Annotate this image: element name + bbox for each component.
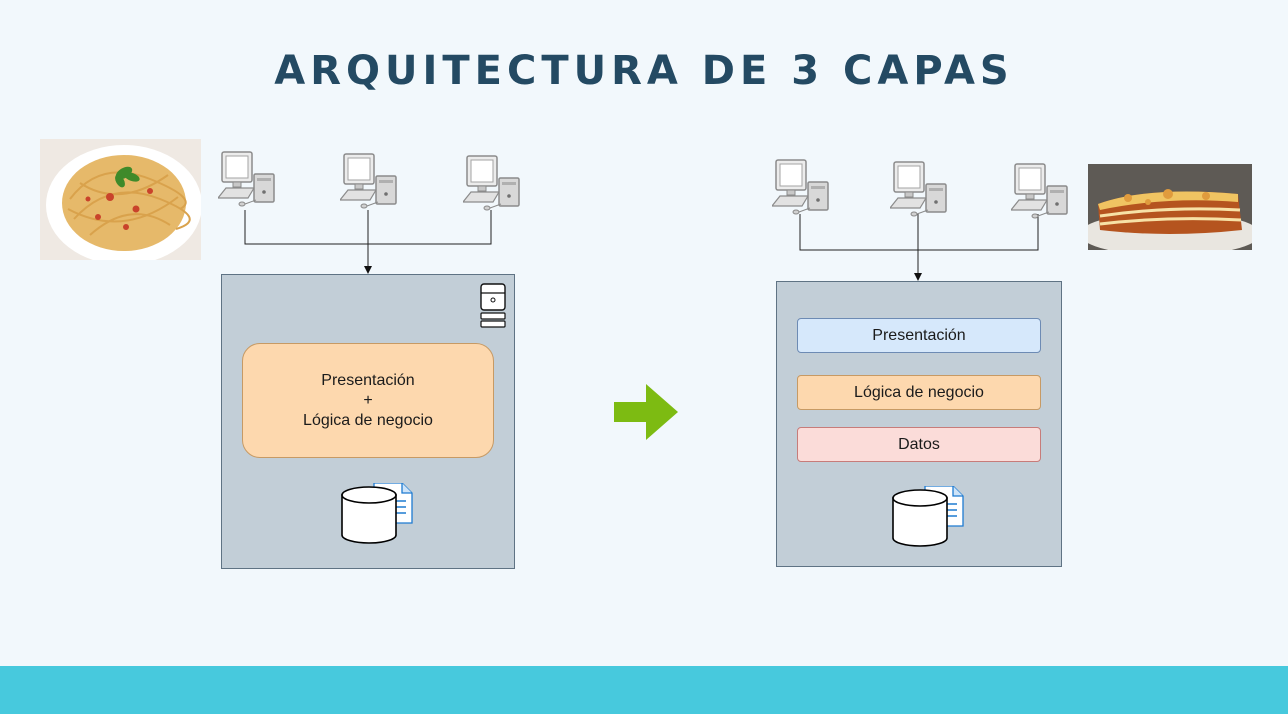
slide-title: ARQUITECTURA DE 3 CAPAS	[274, 48, 1014, 94]
footer-bar	[0, 666, 1288, 714]
client-computer-icon	[772, 158, 830, 218]
database-icon	[891, 486, 971, 548]
business-logic-layer: Lógica de negocio	[797, 375, 1041, 410]
data-layer: Datos	[797, 427, 1041, 462]
client-computer-icon	[463, 154, 521, 214]
spaghetti-photo	[40, 139, 201, 260]
presentation-layer: Presentación	[797, 318, 1041, 353]
server-box-three-tier: Presentación Lógica de negocio Datos	[776, 281, 1062, 567]
client-computer-icon	[340, 152, 398, 212]
right-arrow-icon	[614, 384, 678, 440]
presentation-logic-layer: Presentación + Lógica de negocio	[242, 343, 494, 458]
client-computer-icon	[218, 150, 276, 210]
database-icon	[340, 483, 420, 545]
lasagna-photo	[1088, 164, 1252, 250]
layer-line: Presentación	[321, 371, 415, 389]
client-computer-icon	[890, 160, 948, 220]
layer-line: +	[363, 391, 373, 409]
server-box-two-tier: Presentación + Lógica de negocio	[221, 274, 515, 569]
client-computer-icon	[1011, 162, 1069, 222]
layer-line: Lógica de negocio	[303, 411, 433, 429]
server-tower-icon	[480, 283, 506, 328]
